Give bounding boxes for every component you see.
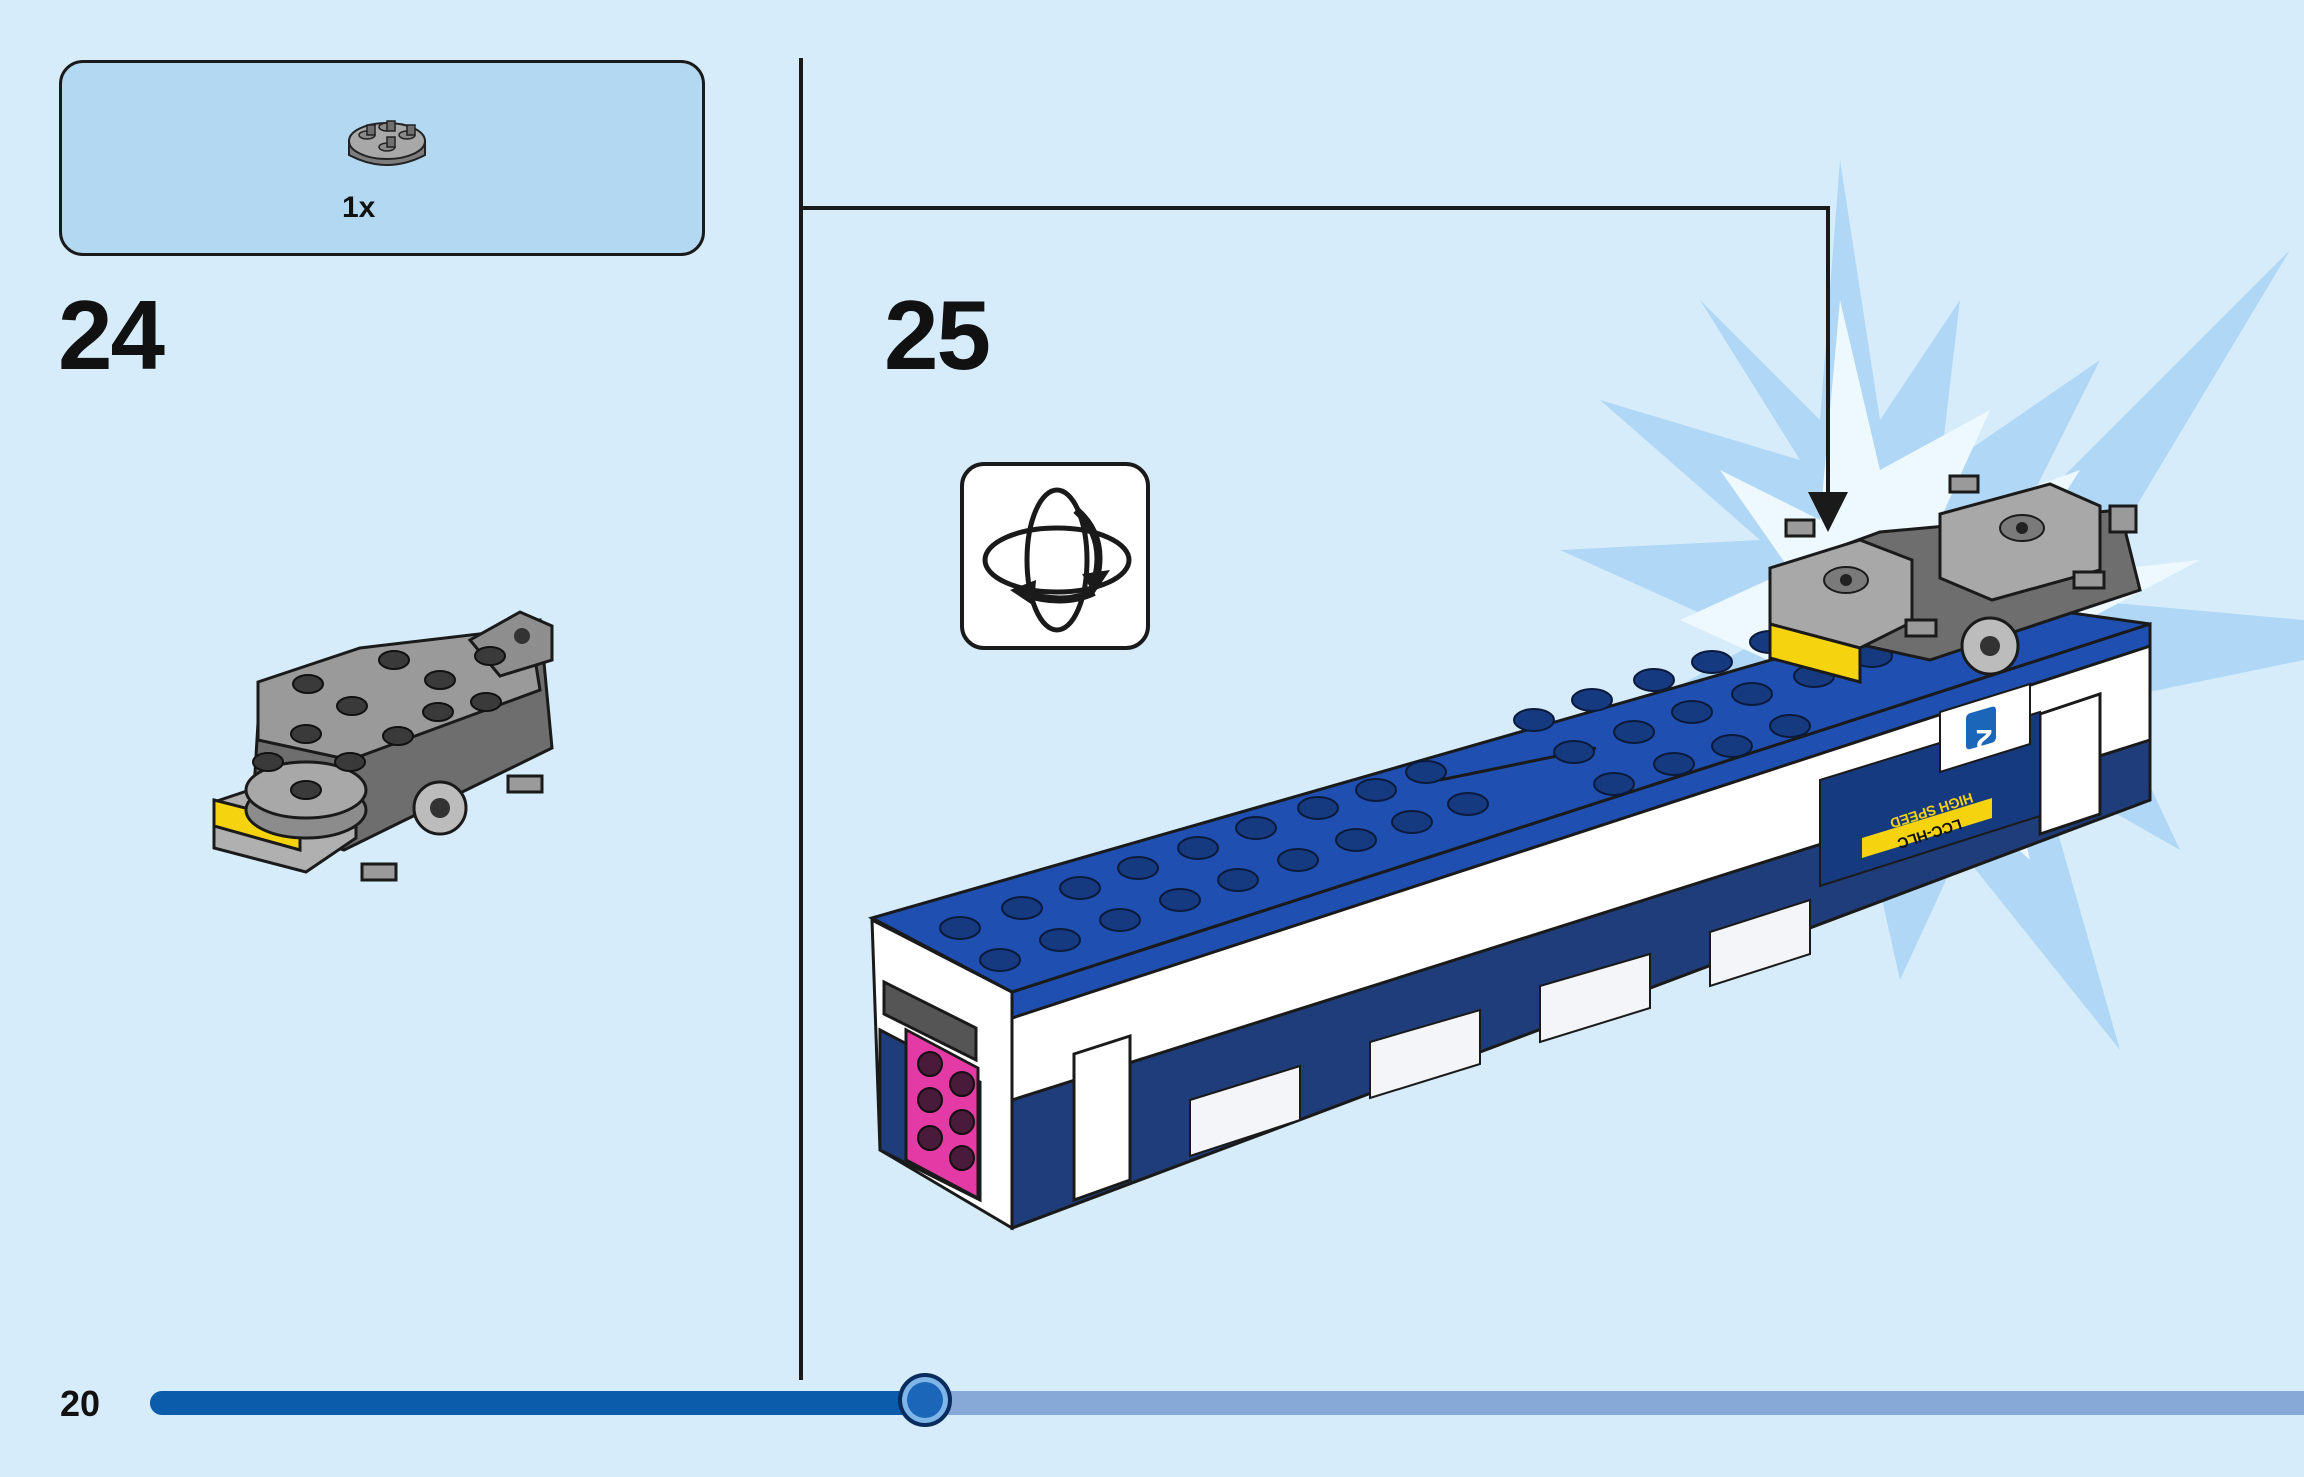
step-24-subassembly	[212, 610, 554, 882]
train-car: LCC-HLC HIGH SPEED 2	[868, 598, 2152, 1231]
callout-line	[803, 206, 1830, 500]
parts-callout: 1x	[59, 60, 705, 256]
step-divider	[799, 58, 803, 1380]
progress-track	[150, 1373, 2304, 1427]
callout-arrow	[1808, 492, 1848, 532]
rotate-model-icon	[960, 462, 1150, 650]
round-plate-2x2-icon	[348, 120, 426, 166]
part-quantity: 1x	[342, 191, 376, 224]
step-number-25: 25	[884, 280, 991, 390]
page-number: 20	[60, 1383, 101, 1424]
progress-knob	[898, 1373, 952, 1427]
step-number-24: 24	[58, 280, 165, 390]
train-car-number: 2	[1976, 723, 1993, 756]
progress-fill	[150, 1391, 925, 1415]
bogie-subassembly	[1768, 474, 2142, 684]
